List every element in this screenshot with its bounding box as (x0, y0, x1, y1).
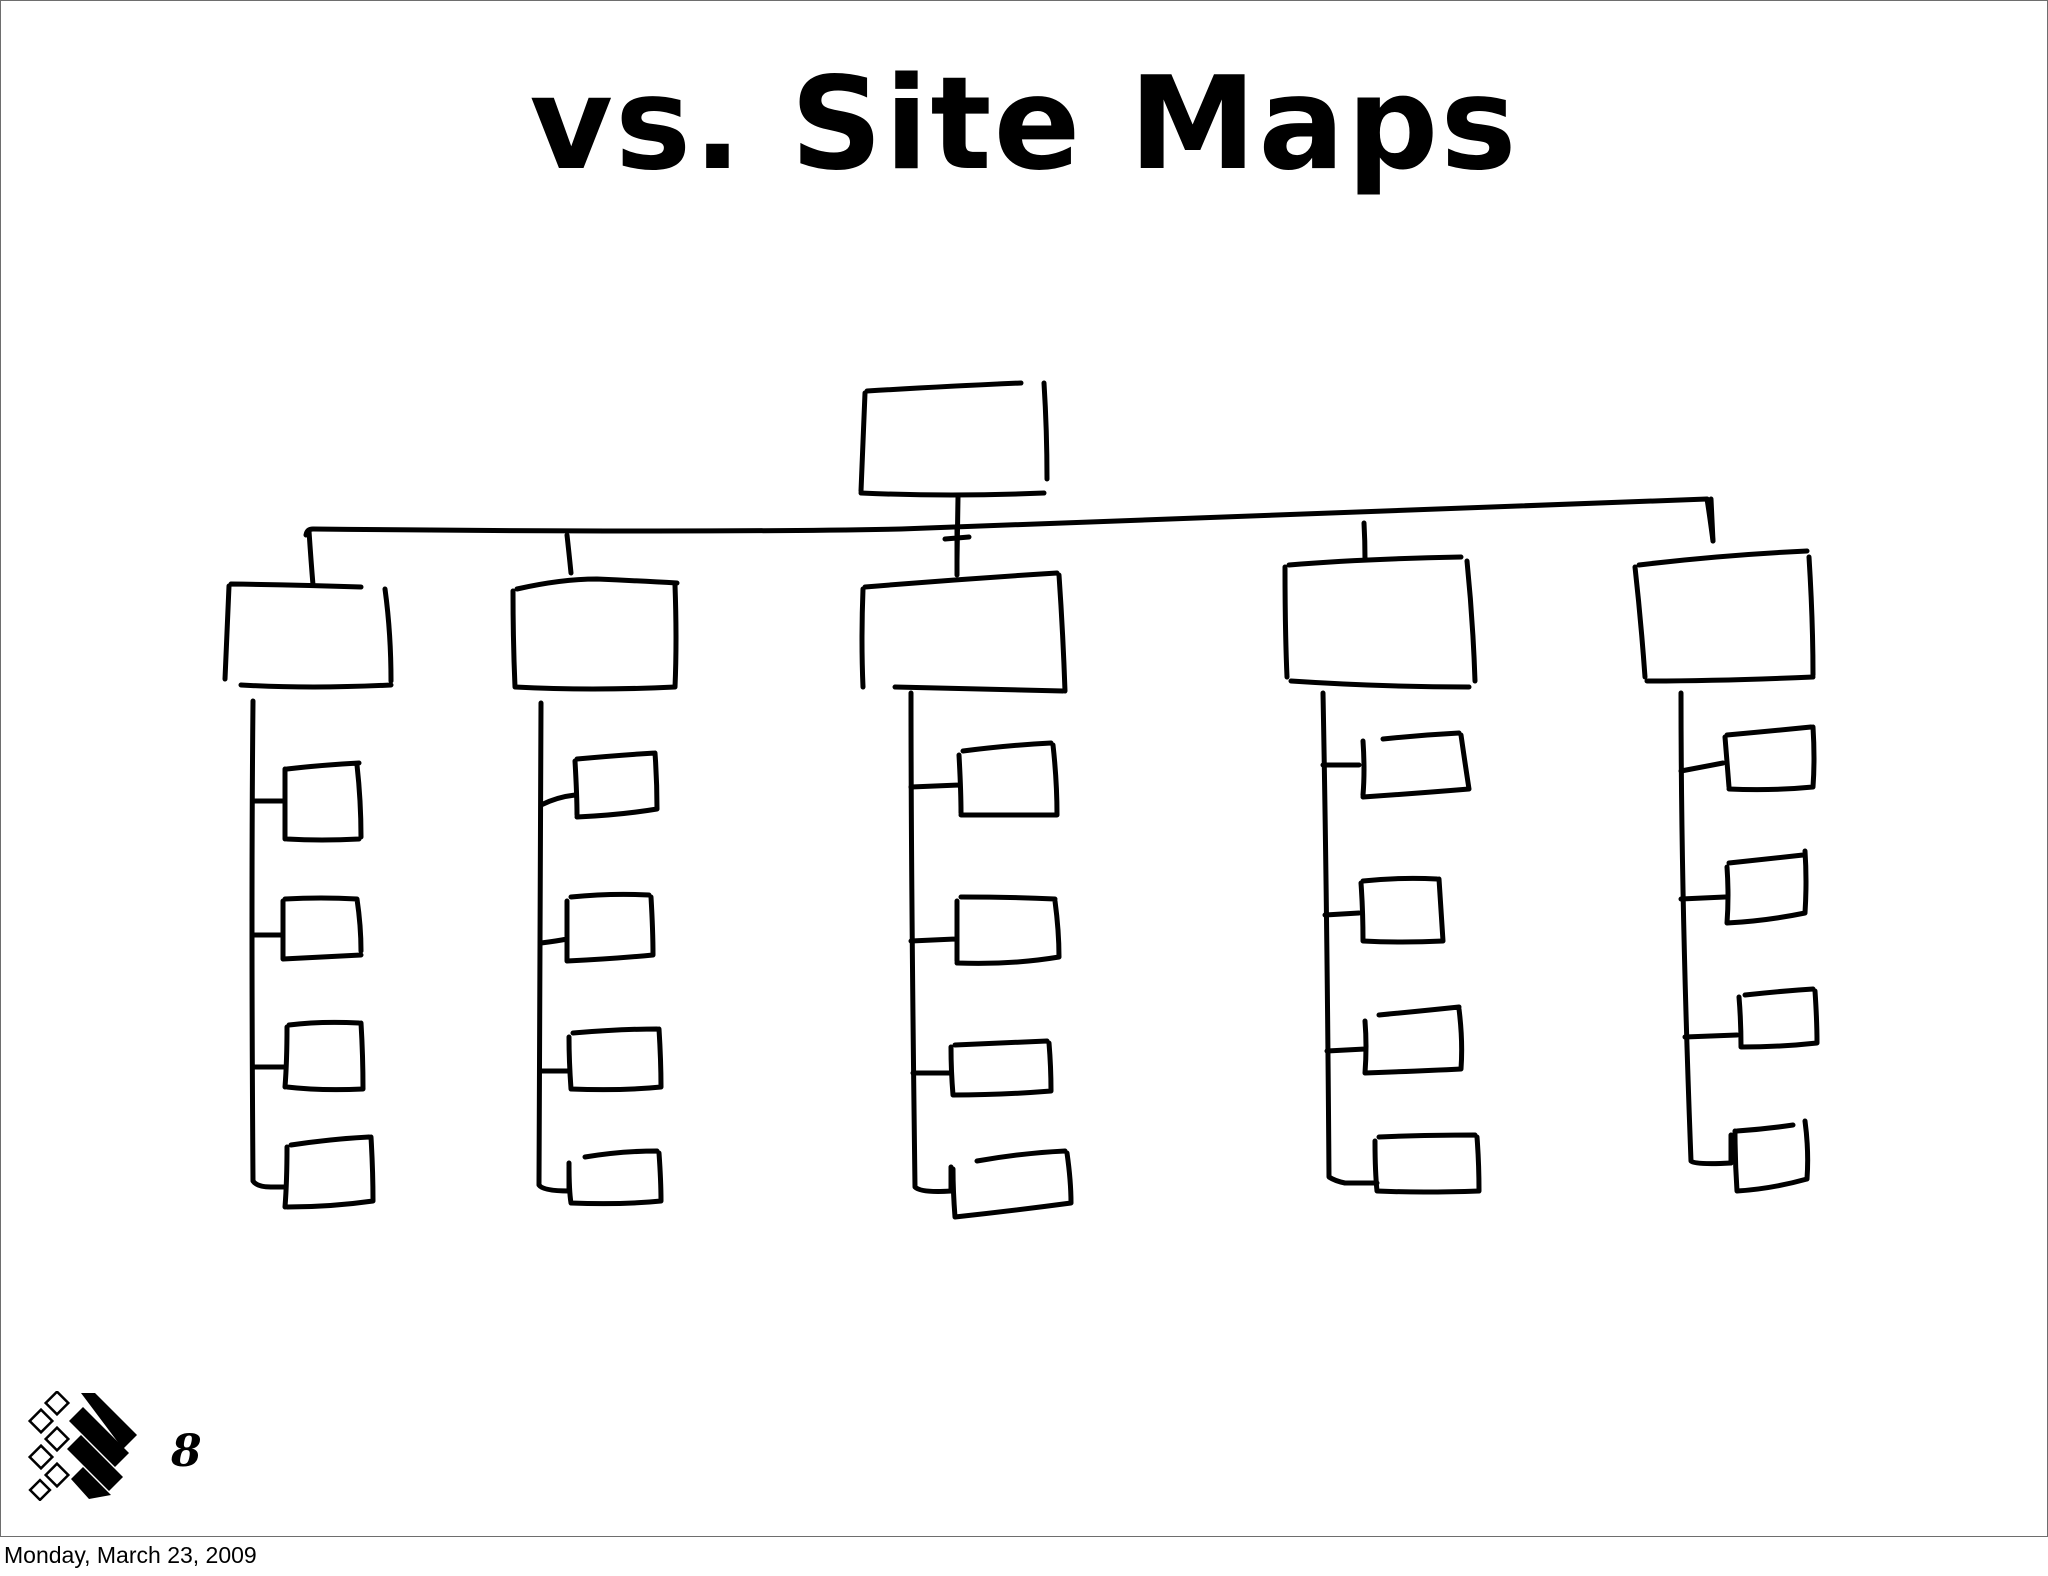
slide-title: vs. Site Maps (529, 50, 1519, 199)
section-3-trunk (908, 690, 954, 1194)
slide: vs. Site Maps (0, 0, 2048, 1537)
child-4-3 (1324, 1004, 1465, 1076)
child-4-4 (1342, 1132, 1482, 1195)
child-1-4 (268, 1134, 376, 1210)
section-2-trunk (536, 700, 572, 1194)
child-1-3 (250, 1019, 366, 1093)
section-2-box (510, 576, 680, 692)
section-1-box (222, 581, 394, 690)
section-1-trunk (249, 698, 274, 1190)
site-map-diagram (222, 380, 1820, 1220)
section-4 (1282, 554, 1482, 1195)
child-2-3 (538, 1026, 664, 1093)
child-4-1 (1320, 730, 1472, 800)
section-drop-3 (942, 526, 972, 578)
child-2-1 (538, 750, 660, 820)
page-number: 8 (171, 1426, 202, 1477)
child-5-3 (1682, 986, 1820, 1050)
section-drop-4 (1361, 520, 1368, 562)
child-2-2 (538, 891, 656, 964)
section-drop-5 (1708, 496, 1716, 544)
footer-date: Monday, March 23, 2009 (4, 1542, 257, 1568)
section-1 (222, 581, 394, 1210)
section-2 (510, 576, 680, 1207)
child-3-3 (910, 1038, 1054, 1098)
section-drop-2 (564, 532, 574, 576)
company-logo (27, 1391, 137, 1501)
child-1-2 (250, 895, 364, 962)
section-3 (859, 570, 1074, 1220)
section-5-box (1632, 548, 1816, 684)
section-drop-1 (306, 528, 316, 588)
child-4-2 (1322, 875, 1446, 945)
child-3-4 (948, 1148, 1074, 1220)
section-5 (1632, 548, 1820, 1194)
child-5-2 (1678, 848, 1809, 926)
child-1-1 (250, 760, 364, 843)
section-4-box (1282, 554, 1478, 690)
section-4-trunk (1320, 690, 1348, 1186)
child-5-4 (1728, 1118, 1811, 1194)
root-node (858, 380, 1050, 498)
section-5-trunk (1678, 690, 1734, 1167)
section-3-box (859, 570, 1068, 694)
child-3-1 (908, 740, 1060, 818)
section-connector-bar (303, 496, 1716, 544)
child-3-2 (908, 894, 1062, 966)
child-5-1 (1678, 724, 1817, 793)
child-2-4 (566, 1148, 664, 1207)
